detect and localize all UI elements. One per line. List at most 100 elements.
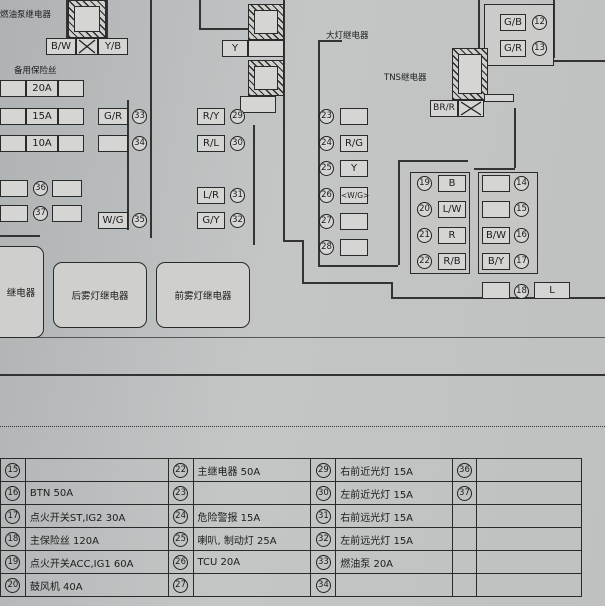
legend-description — [192, 573, 312, 597]
fuel-pump-relay — [68, 0, 106, 38]
spare-fuse-slot — [58, 135, 84, 152]
wire-code: R — [438, 227, 466, 244]
wire-code: B — [438, 175, 466, 192]
rear-fog-relay: 后雾灯继电器 — [53, 262, 147, 328]
legend-number: 32 — [315, 531, 331, 547]
fuse-slot — [0, 205, 28, 222]
wire-code: L/R — [197, 187, 225, 204]
legend-description: 点火开关ST,IG2 30A — [24, 504, 169, 528]
wire-code: Y — [340, 160, 368, 177]
legend-number: 19 — [5, 554, 21, 570]
legend-number-cell: 30 — [310, 481, 337, 505]
wire-line — [514, 108, 516, 168]
spare-fuse-slot — [58, 80, 84, 97]
relay-slot — [248, 40, 284, 57]
slot-number: 29 — [230, 109, 245, 124]
fuse-slot — [98, 135, 128, 152]
legend-number: 17 — [5, 508, 21, 524]
slot-number: 21 — [417, 228, 432, 243]
legend-number-cell: 36 — [451, 458, 478, 482]
wire-code: R/Y — [197, 108, 225, 125]
legend-number-cell: 22 — [167, 458, 194, 482]
wire-code: <W/G> — [340, 187, 369, 204]
legend-number: 29 — [315, 462, 331, 478]
legend-number-cell: 34 — [310, 573, 337, 597]
relay-slot — [240, 96, 276, 113]
legend-number: 15 — [5, 462, 21, 478]
slot-number: 14 — [514, 176, 529, 191]
wire-line — [318, 40, 342, 42]
legend-number-cell: 32 — [310, 527, 337, 551]
headlight-relay-lower — [248, 60, 284, 96]
legend-description — [192, 481, 312, 505]
rear-fog-relay-label: 后雾灯继电器 — [71, 291, 129, 302]
legend-number-cell — [451, 573, 478, 597]
legend-number-cell — [451, 550, 478, 574]
wire-line — [318, 265, 398, 267]
legend-number-cell: 16 — [0, 481, 26, 505]
wire-line — [0, 374, 605, 376]
tns-relay — [452, 48, 488, 100]
wire-line — [66, 0, 68, 40]
legend-number: 30 — [315, 485, 331, 501]
spare-fuse-label: 备用保险丝 — [14, 66, 57, 76]
x-icon — [78, 39, 96, 54]
legend-description: 主继电器 50A — [192, 458, 312, 482]
legend-number-cell: 37 — [451, 481, 478, 505]
relay-box-partial-label: 继电器 — [6, 288, 36, 299]
legend-number: 18 — [5, 531, 21, 547]
wire-code: B/W — [482, 227, 510, 244]
wire-code: G/Y — [197, 212, 225, 229]
legend-number: 27 — [173, 577, 189, 593]
wire-code: G/R — [98, 108, 128, 125]
wire-code: R/L — [197, 135, 225, 152]
wire-line — [318, 40, 320, 265]
slot-number: 35 — [132, 213, 147, 228]
legend-number: 22 — [173, 462, 189, 478]
wire-code: W/G — [98, 212, 128, 229]
fuel-relay-pin-right: Y/B — [98, 38, 128, 55]
legend-number-cell: 17 — [0, 504, 26, 528]
wire-line — [302, 240, 304, 282]
wire-line — [199, 28, 253, 30]
fuse-slot — [482, 175, 510, 192]
wire-code: R/G — [340, 135, 368, 152]
wire-line — [0, 235, 40, 237]
fuse-slot — [482, 282, 510, 299]
legend-number-cell: 20 — [0, 573, 26, 597]
legend-description — [24, 458, 169, 482]
legend-description — [335, 573, 453, 597]
legend-number-cell — [451, 504, 478, 528]
legend-number: 36 — [456, 462, 472, 478]
wire-line — [106, 0, 108, 40]
slot-number: 17 — [514, 254, 529, 269]
legend-number-cell: 29 — [310, 458, 337, 482]
spare-fuse-slot — [0, 135, 26, 152]
legend-description: TCU 20A — [192, 550, 312, 574]
front-fog-relay-label: 前雾灯继电器 — [174, 291, 232, 302]
legend-number: 31 — [315, 508, 331, 524]
slot-number: 15 — [514, 202, 529, 217]
wire-line — [478, 0, 480, 60]
slot-number: 30 — [230, 136, 245, 151]
legend-number: 20 — [5, 577, 21, 593]
wire-code: L/W — [438, 201, 466, 218]
dotted-separator — [0, 426, 605, 427]
legend-number-cell: 19 — [0, 550, 26, 574]
legend-description: 左前远光灯 15A — [335, 527, 453, 551]
legend-number-cell: 18 — [0, 527, 26, 551]
slot-number: 23 — [319, 109, 334, 124]
legend-description: 喇叭, 制动灯 25A — [192, 527, 312, 551]
slot-number: 18 — [514, 284, 529, 299]
legend-description: 左前近光灯 15A — [335, 481, 453, 505]
slot-number: 28 — [319, 240, 334, 255]
spare-fuse-15a: 15A — [26, 108, 58, 125]
legend-description — [476, 504, 582, 528]
legend-number-cell: 15 — [0, 458, 26, 482]
wire-line — [150, 0, 152, 238]
